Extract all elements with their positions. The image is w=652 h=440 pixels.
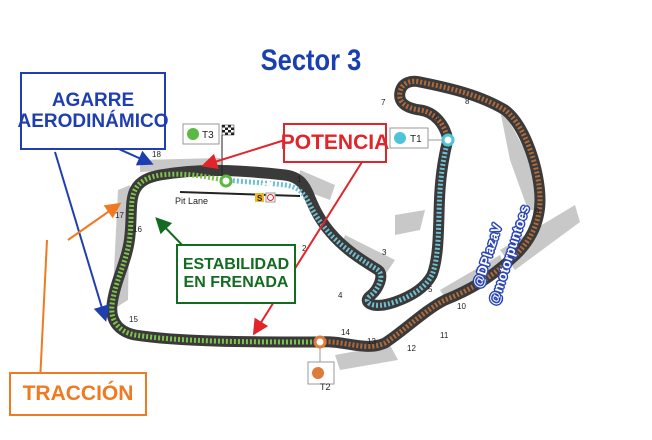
t2-label: T2 <box>320 382 331 392</box>
pit-medical-icon <box>265 192 276 203</box>
timing-t3-marker <box>219 174 233 188</box>
t3-label: T3 <box>202 130 214 141</box>
corner-9: 9 <box>535 207 540 216</box>
t1-badge: T1 <box>389 127 429 149</box>
corner-7: 7 <box>381 98 386 107</box>
corner-18: 18 <box>152 150 161 159</box>
timing-t1-marker <box>441 133 455 147</box>
corner-8: 8 <box>465 97 470 106</box>
t1-label: T1 <box>410 134 422 145</box>
traccion-arrow-1 <box>39 239 48 383</box>
pit-lane-arrow <box>262 180 274 188</box>
estabilidad-line-1: ESTABILIDAD <box>182 256 290 274</box>
svg-text:S: S <box>257 194 263 203</box>
corner-6: 6 <box>434 113 439 122</box>
corner-17: 17 <box>115 211 124 220</box>
corner-5: 5 <box>428 285 433 294</box>
agarre-aerodinamico-box: AGARRE AERODINÁMICO <box>17 72 169 150</box>
pit-speed-icon: S <box>255 193 264 203</box>
corner-4: 4 <box>338 291 343 300</box>
corner-14: 14 <box>341 328 350 337</box>
potencia-label: POTENCIA <box>280 131 390 155</box>
aero-line-1: AGARRE <box>51 89 135 111</box>
potencia-box: POTENCIA <box>280 123 390 163</box>
potencia-arrow-1 <box>201 139 286 170</box>
aero-arrow-2 <box>54 151 110 322</box>
traccion-arrow-2 <box>67 202 122 241</box>
traccion-box: TRACCIÓN <box>9 372 147 416</box>
corner-1: 1 <box>297 175 302 184</box>
traccion-label: TRACCIÓN <box>22 382 134 406</box>
corner-3: 3 <box>382 248 387 257</box>
t2-badge: T2 <box>307 348 335 392</box>
timing-t2-marker <box>313 335 327 349</box>
corner-10: 10 <box>457 302 466 311</box>
estabilidad-line-2: EN FRENADA <box>183 274 289 291</box>
pit-lane-label: Pit Lane <box>175 196 208 206</box>
estabilidad-box: ESTABILIDAD EN FRENADA <box>176 244 296 304</box>
corner-12: 12 <box>407 344 416 353</box>
track-border <box>106 75 546 352</box>
corner-15: 15 <box>129 315 138 324</box>
estabilidad-arrow <box>155 217 186 249</box>
corner-11: 11 <box>440 331 449 340</box>
corner-2: 2 <box>302 244 307 253</box>
checkered-flag-icon <box>221 124 235 176</box>
corner-numbers: 1 2 3 4 5 6 7 8 9 10 11 12 13 14 15 16 1… <box>115 97 540 353</box>
t3-badge: T3 <box>182 123 220 145</box>
aero-line-2: AERODINÁMICO <box>17 111 169 132</box>
corner-16: 16 <box>133 225 142 234</box>
sector-3-path <box>109 171 321 345</box>
pit-lane-line <box>179 191 301 197</box>
corner-13: 13 <box>367 337 376 346</box>
diagram-title: Sector 3 <box>260 44 362 77</box>
